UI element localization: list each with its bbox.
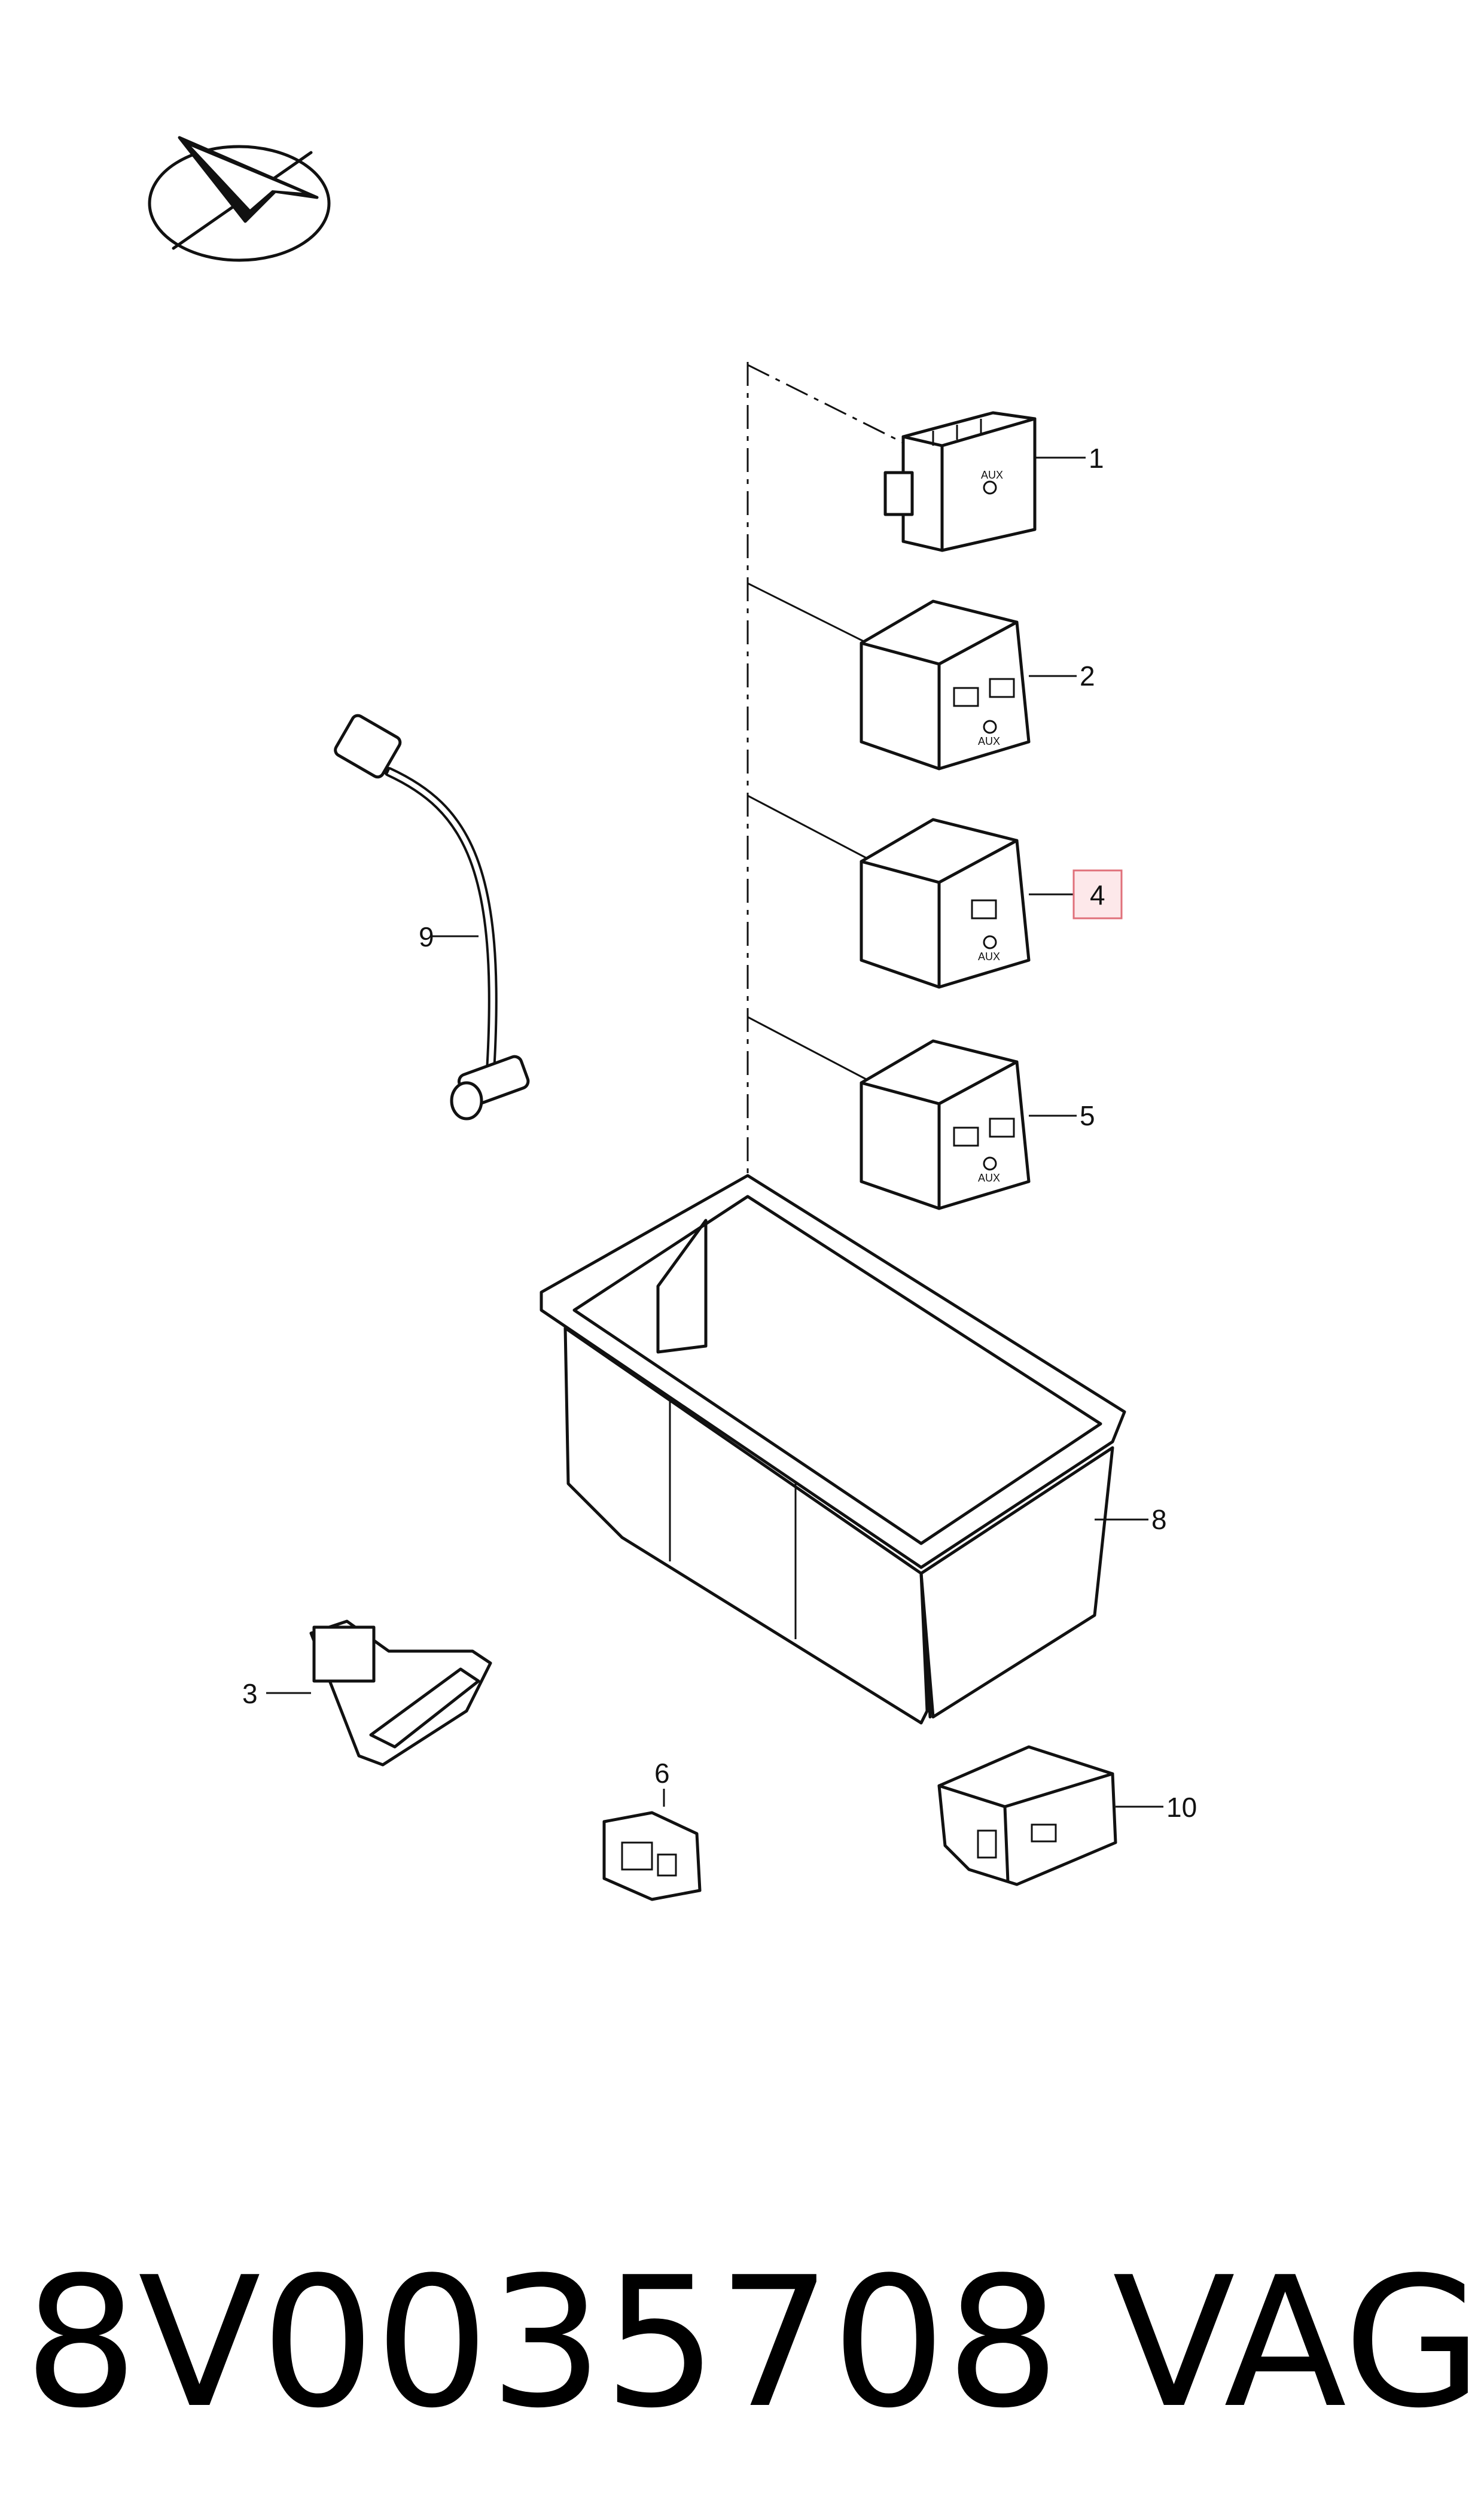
part-9-cable (334, 714, 530, 1121)
part-8-storage-tray (540, 1174, 1148, 1725)
part-1-aux-socket: AUX (883, 411, 1086, 552)
guide-line-5 (747, 1016, 868, 1081)
part-4-single-usb-aux: AUX (860, 818, 1077, 989)
part-10-usb-module (937, 1745, 1163, 1886)
part-number: 8V0035708 (24, 2239, 1060, 2447)
aux-label: AUX (978, 951, 1000, 963)
aux-label: AUX (978, 1172, 1000, 1184)
brand-name: VAG (1113, 2239, 1482, 2447)
part-6-small-connector (602, 1789, 702, 1901)
callout-4[interactable]: 4 (1090, 879, 1105, 911)
callout-6[interactable]: 6 (654, 1758, 670, 1789)
callout-1[interactable]: 1 (1089, 443, 1104, 474)
guide-line-4 (747, 794, 868, 860)
callout-4-highlight (1072, 869, 1123, 919)
aux-label: AUX (978, 735, 1000, 747)
callout-5[interactable]: 5 (1080, 1100, 1095, 1131)
part-2-dual-usb-aux: AUX (860, 599, 1077, 771)
part-5-dual-usb-aux: AUX (860, 1039, 1077, 1210)
guide-line-2 (747, 582, 874, 647)
callout-2[interactable]: 2 (1080, 660, 1095, 692)
callout-8[interactable]: 8 (1151, 1504, 1167, 1535)
callout-10[interactable]: 10 (1166, 1792, 1197, 1823)
part-3-bezel-connector (266, 1619, 492, 1767)
callout-9[interactable]: 9 (419, 921, 434, 952)
aux-label: AUX (981, 469, 1003, 481)
callout-3[interactable]: 3 (242, 1678, 258, 1709)
guide-line-1 (747, 364, 910, 447)
compass-logo-icon (148, 136, 331, 262)
